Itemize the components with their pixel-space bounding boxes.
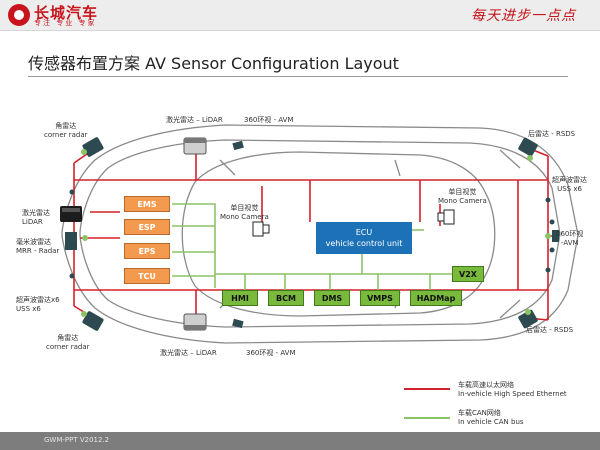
rsds-bottom-icon [518,309,538,329]
mono-camera-right-icon [437,209,455,225]
v2x-box: V2X [452,266,484,282]
sensor-icons [60,137,559,331]
lidar-top-icon [183,137,207,155]
header-bar: 长城汽车 专注 专业 专家 每天进步一点点 [0,0,600,31]
avm-camera-bottom-icon [232,318,244,329]
avm-camera-top-icon [232,140,244,151]
legend-ethernet-line [404,388,450,390]
rsds-top-icon [518,137,538,161]
slogan: 每天进步一点点 [471,8,576,24]
legend-can-line [404,417,450,419]
tcu-box: TCU [124,268,170,284]
lidar-bottom-icon [183,313,207,331]
lidar-bottom-label: 激光雷达 – LiDAR [160,349,217,357]
corner-radar-front-icon [81,137,104,157]
hmi-box: HMI [222,290,258,306]
car-outline [61,124,579,344]
lidar-front-icon [60,206,82,222]
corner-radar-rear-icon [81,311,104,331]
avm-top-label: 360环视 - AVM [244,116,294,124]
ems-box: EMS [124,196,170,212]
lidar-top-label: 激光雷达 – LiDAR [166,116,223,124]
avm-bottom-label: 360环视 - AVM [246,349,296,357]
title-divider [28,76,568,77]
brand-name: 长城汽车 [34,4,99,22]
footer-version: GWM-PPT V2012.2 [44,436,110,444]
avm-right-label: 360环视-AVM [556,230,584,247]
mrr-radar-icon [65,232,88,250]
esp-box: ESP [124,219,170,235]
rsds-top-label: 后雷达 - RSDS [528,130,576,138]
dms-box: DMS [314,290,350,306]
footer-bar: GWM-PPT V2012.2 [0,432,600,450]
hadmap-box: HADMap [410,290,462,306]
mono-camera-left-icon [252,221,270,237]
eps-box: EPS [124,243,170,259]
uss-sensor-dots [69,189,555,279]
avm-camera-rear-icon [545,230,559,242]
rsds-bottom-label: 后雷达 - RSDS [526,326,574,334]
page-title: 传感器布置方案 AV Sensor Configuration Layout [28,54,399,73]
great-wall-logo-icon [8,4,30,26]
brand-tagline: 专注 专业 专家 [34,19,97,27]
bcm-box: BCM [268,290,304,306]
vmps-box: VMPS [360,290,400,306]
